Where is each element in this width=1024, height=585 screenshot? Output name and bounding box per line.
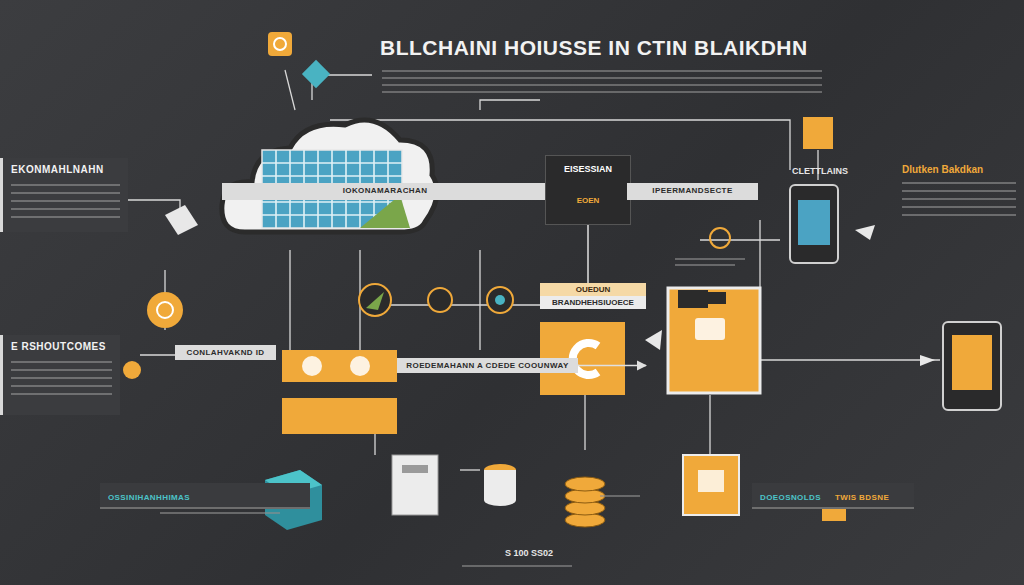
info-box: EISESSIAN EOEN [545, 155, 631, 225]
label-bar: IPEERMANDSECTE [627, 183, 758, 200]
node-text: BRANDHEHSIUOECE [540, 296, 646, 309]
node-text: EISESSIAN [552, 164, 624, 174]
node-text: E RSHOUTCOMES [11, 341, 112, 352]
node-text: DOEOSNOLDS [760, 493, 821, 502]
node-text: EOEN [552, 196, 624, 205]
label-bar: CONLAHVAKND ID [175, 345, 276, 360]
node-text: Dlutken Bakdkan [902, 164, 1014, 175]
label-bar: ROEDEMAHANN A CDEDE COOUNWAY [397, 358, 578, 373]
info-box: E RSHOUTCOMES [0, 335, 120, 415]
node-text: IPEERMANDSECTE [633, 186, 752, 195]
connector [587, 225, 589, 283]
node-text: TWIS BDSNE [835, 493, 889, 502]
node-text: EKONMAHLNAHN [11, 164, 120, 175]
label-bar: IOKONAMARACHAN [222, 183, 548, 200]
title: BLLCHAINI HOIUSSE IN CTIN BLAIKDHN [380, 36, 808, 60]
label-bar: OSSINIHANHHIMAS [100, 483, 310, 509]
text-label: S 100 SS02 [505, 548, 553, 558]
node-text: OUEDUN [540, 283, 646, 296]
label-bar: DOEOSNOLDS TWIS BDSNE [752, 483, 914, 509]
text-label: CLETTLAINS [792, 166, 848, 176]
info-box: EKONMAHLNAHN [0, 158, 128, 232]
info-box: Dlutken Bakdkan [896, 160, 1020, 222]
node-text: OSSINIHANHHIMAS [108, 493, 190, 502]
node-text: ROEDEMAHANN A CDEDE COOUNWAY [403, 361, 572, 370]
node-text: IOKONAMARACHAN [228, 186, 542, 195]
node-text: CONLAHVAKND ID [181, 348, 270, 357]
info-box: OUEDUNBRANDHEHSIUOECE [540, 283, 646, 395]
